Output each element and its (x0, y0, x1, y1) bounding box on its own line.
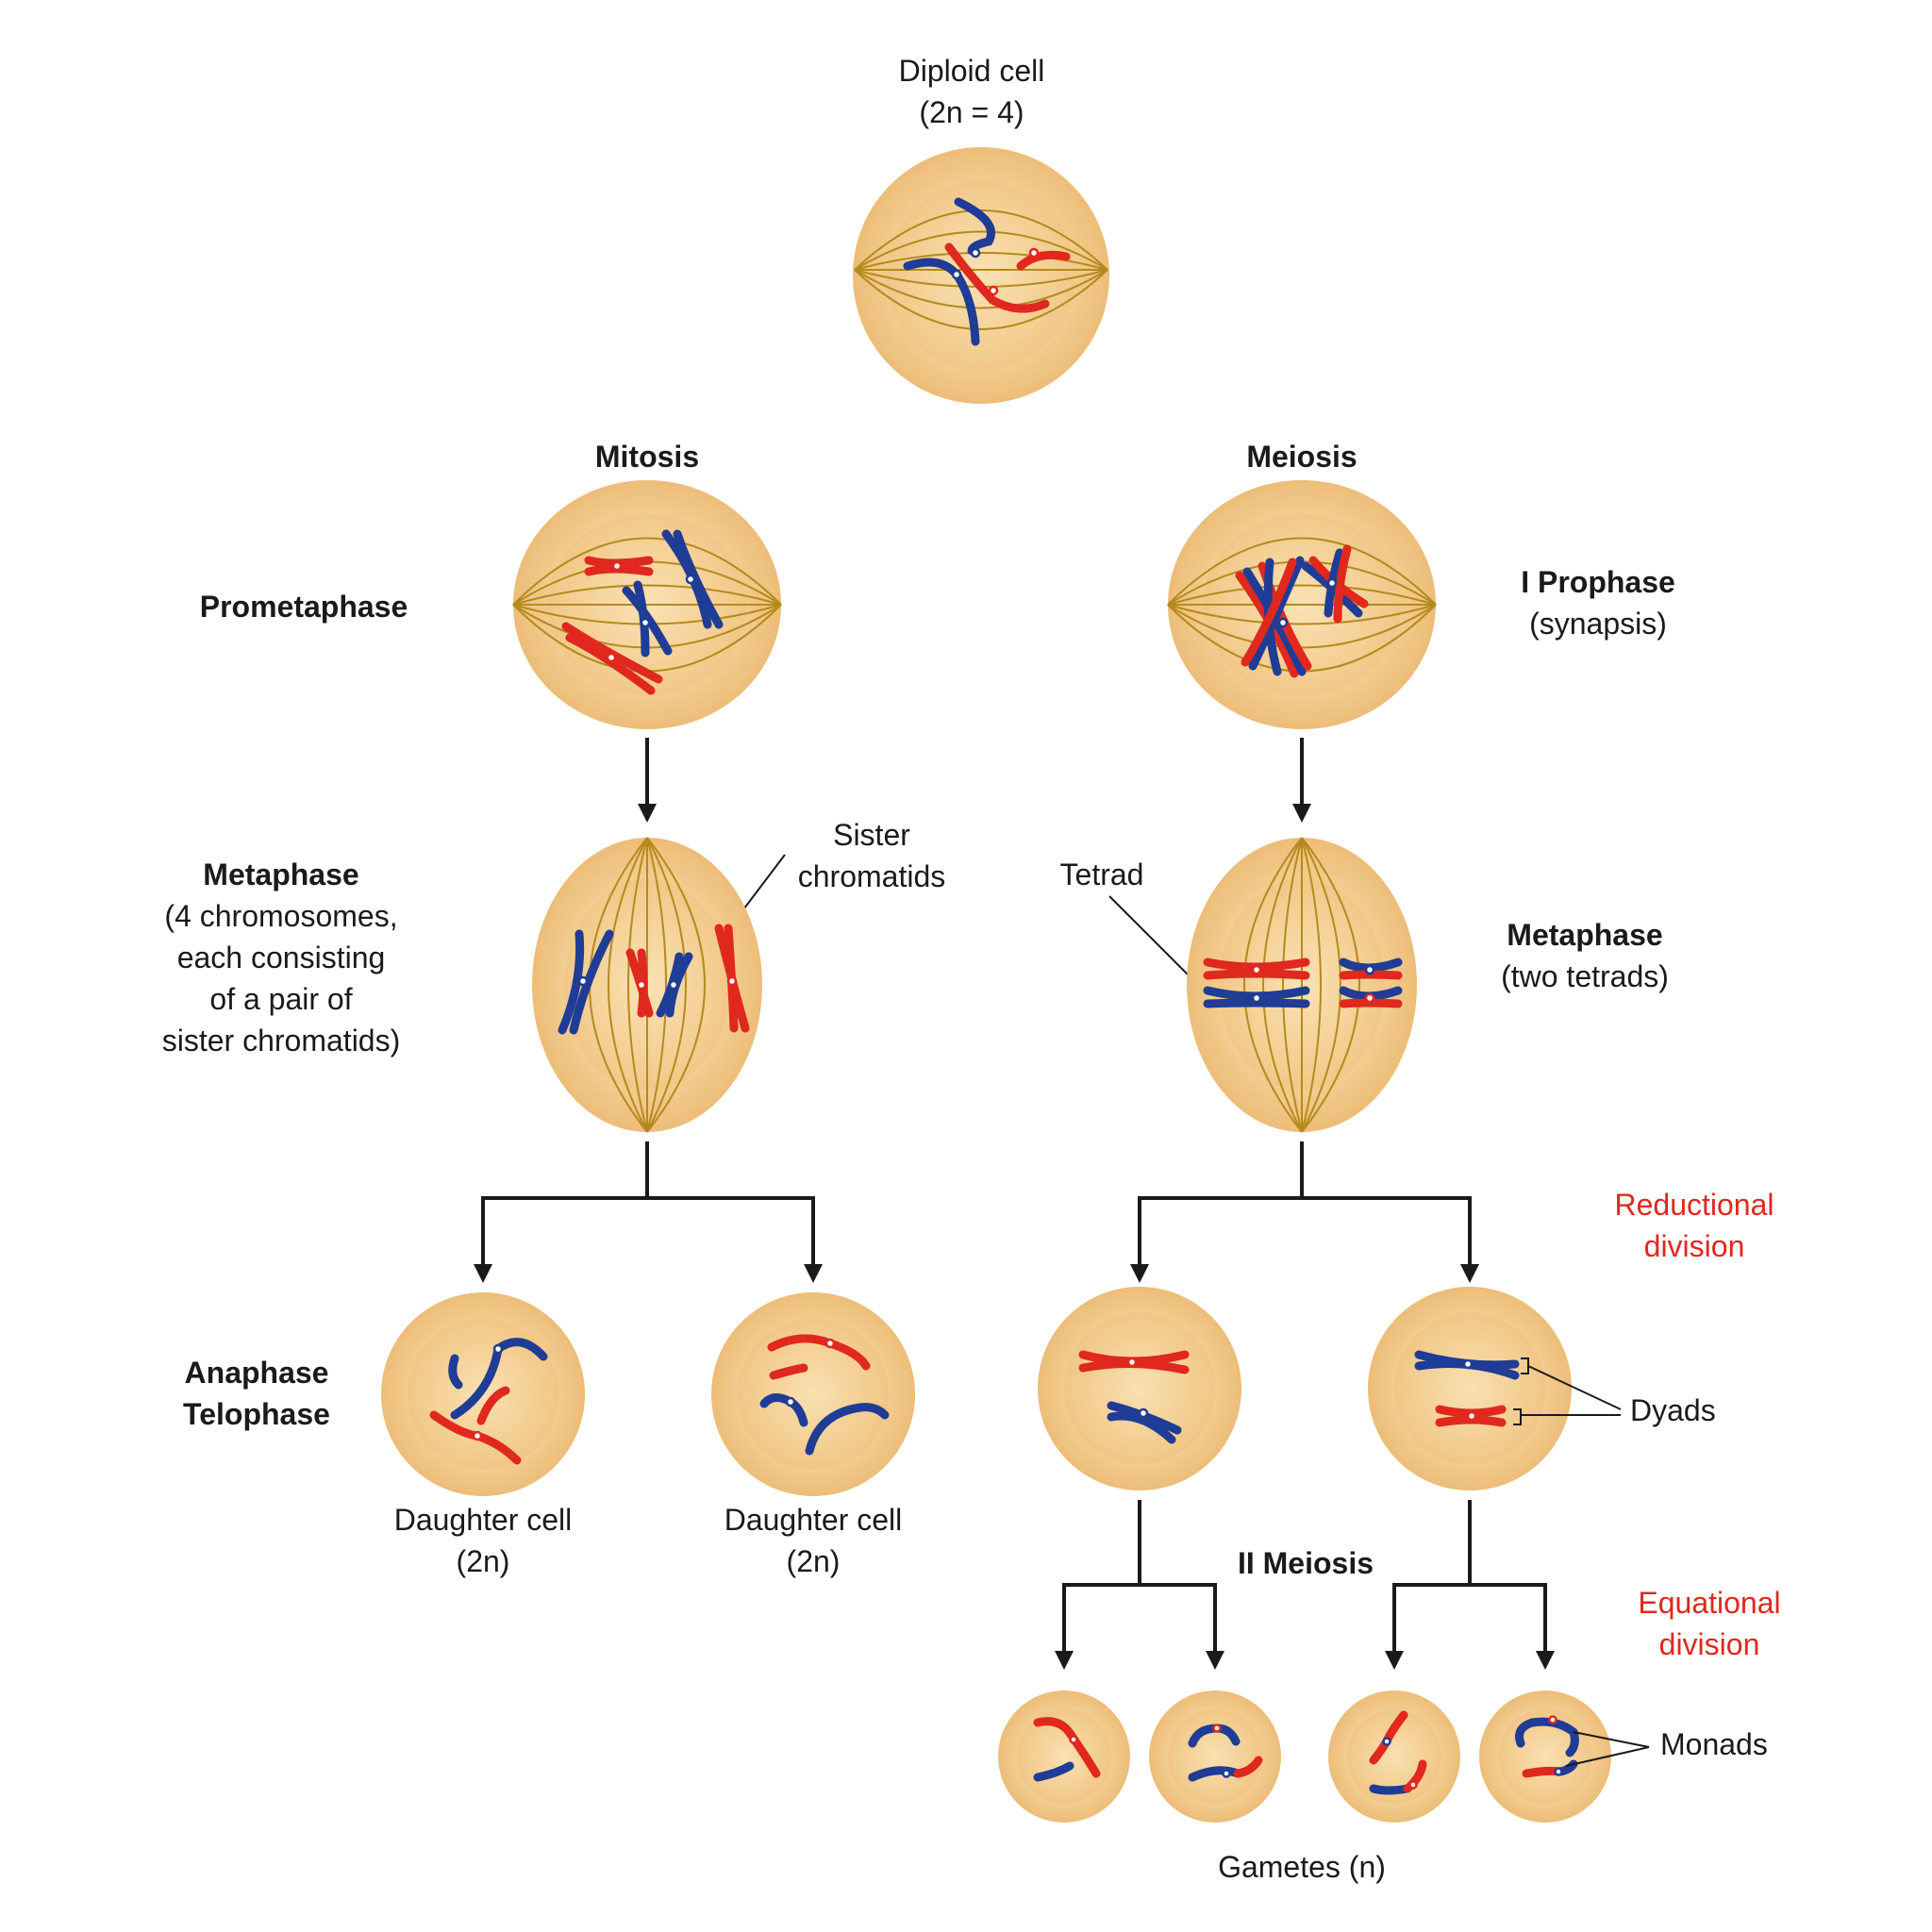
tetrad-label: Tetrad (1060, 858, 1144, 891)
meiosis-metaphase-sub: (two tetrads) (1501, 959, 1669, 993)
equational-division-label-1: Equational (1638, 1586, 1780, 1620)
monads-label: Monads (1660, 1727, 1768, 1761)
diploid-subtitle: (2n = 4) (919, 95, 1024, 129)
meiosis-metaphase-title: Metaphase (1507, 918, 1662, 952)
mitosis-metaphase-title: Metaphase (203, 858, 358, 891)
daughter-cell-1-ploidy: (2n) (457, 1544, 510, 1578)
meiosis-ii-label: II Meiosis (1238, 1546, 1374, 1580)
prometaphase-cell (512, 480, 782, 729)
gamete-2 (1149, 1690, 1281, 1823)
daughter-cell-1-label: Daughter cell (394, 1503, 573, 1537)
daughter-cell-2-label: Daughter cell (724, 1503, 903, 1537)
diploid-title: Diploid cell (899, 54, 1045, 88)
meiosis-header: Meiosis (1246, 440, 1357, 474)
gamete-3 (1328, 1690, 1460, 1823)
gamete-1 (998, 1690, 1130, 1823)
mitosis-metaphase-line3: of a pair of (209, 982, 352, 1016)
dyad-cell-1 (1038, 1287, 1241, 1491)
monads-pointer (1565, 1731, 1650, 1767)
sister-chromatids-label-1: Sister (833, 818, 910, 852)
prophase-i-sub: (synapsis) (1529, 607, 1667, 641)
dyad-cell-2 (1368, 1287, 1572, 1491)
meiosis-metaphase-cell (1187, 837, 1417, 1133)
mitosis-metaphase-line4: sister chromatids) (162, 1024, 401, 1058)
daughter-cell-2 (711, 1292, 915, 1496)
dyads-label: Dyads (1630, 1393, 1716, 1427)
arrow-meiosis2-left-split (1064, 1500, 1215, 1587)
anaphase-label: Anaphase (185, 1356, 329, 1390)
arrow-meiosis2-right-split (1394, 1500, 1545, 1587)
reductional-division-label-2: division (1644, 1229, 1745, 1263)
mitosis-metaphase-line1: (4 chromosomes, (164, 899, 397, 933)
prophase-i-label: I Prophase (1521, 565, 1675, 599)
prometaphase-label: Prometaphase (200, 590, 408, 624)
arrow-meiosis-split (1140, 1141, 1470, 1200)
daughter-cell-1 (381, 1292, 585, 1496)
gametes-label: Gametes (n) (1218, 1850, 1386, 1884)
mitosis-metaphase-cell (532, 837, 762, 1133)
sister-chromatids-label-2: chromatids (798, 859, 946, 893)
mitosis-header: Mitosis (595, 440, 699, 474)
diploid-cell (853, 147, 1109, 404)
gamete-4 (1479, 1690, 1611, 1823)
dyads-pointer (1513, 1357, 1622, 1425)
telophase-label: Telophase (183, 1397, 330, 1431)
prophase-i-cell (1167, 480, 1437, 729)
daughter-cell-2-ploidy: (2n) (787, 1544, 841, 1578)
arrow-mitosis-split (483, 1141, 813, 1200)
reductional-division-label-1: Reductional (1615, 1188, 1774, 1222)
mitosis-metaphase-line2: each consisting (177, 941, 386, 974)
equational-division-label-2: division (1659, 1627, 1760, 1661)
